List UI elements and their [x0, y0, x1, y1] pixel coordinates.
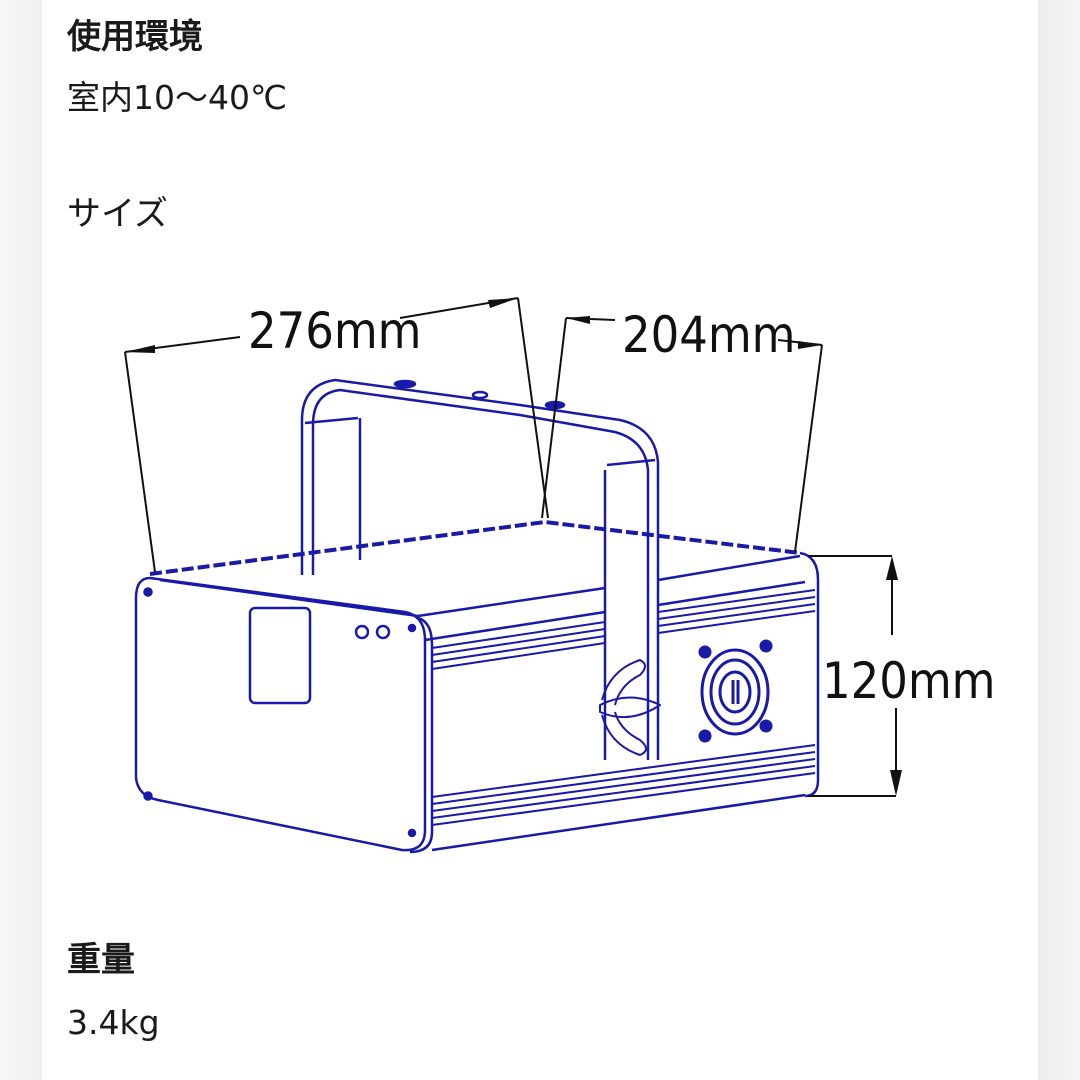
size-label: サイズ [67, 194, 168, 234]
weight-value: 3.4kg [67, 1003, 160, 1042]
spec-card: 使用環境 室内10〜40℃ サイズ 重量 3.4kg [42, 0, 1038, 1080]
env-value: 室内10〜40℃ [67, 78, 288, 117]
left-gutter [0, 0, 42, 1080]
weight-label: 重量 [67, 940, 135, 980]
env-label: 使用環境 [67, 17, 203, 57]
right-gutter [1038, 0, 1080, 1080]
